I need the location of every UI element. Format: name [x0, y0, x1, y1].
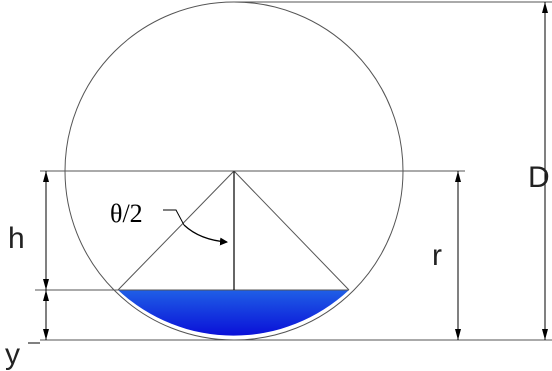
- dimension-h: [43, 171, 49, 290]
- dimension-d: [542, 2, 548, 340]
- radius-line-left: [117, 170, 235, 291]
- radius-line-right: [233, 170, 350, 291]
- angle-arc-arrow: [183, 224, 228, 246]
- label-h: h: [8, 222, 25, 255]
- dimension-y: [28, 290, 49, 344]
- water-fill: [118, 290, 349, 336]
- label-theta-half: θ/2: [110, 199, 143, 228]
- label-r: r: [432, 239, 442, 272]
- dimension-r: [455, 171, 461, 340]
- label-y: y: [5, 338, 20, 371]
- angle-leader-line: [163, 209, 185, 226]
- label-d: D: [528, 161, 550, 194]
